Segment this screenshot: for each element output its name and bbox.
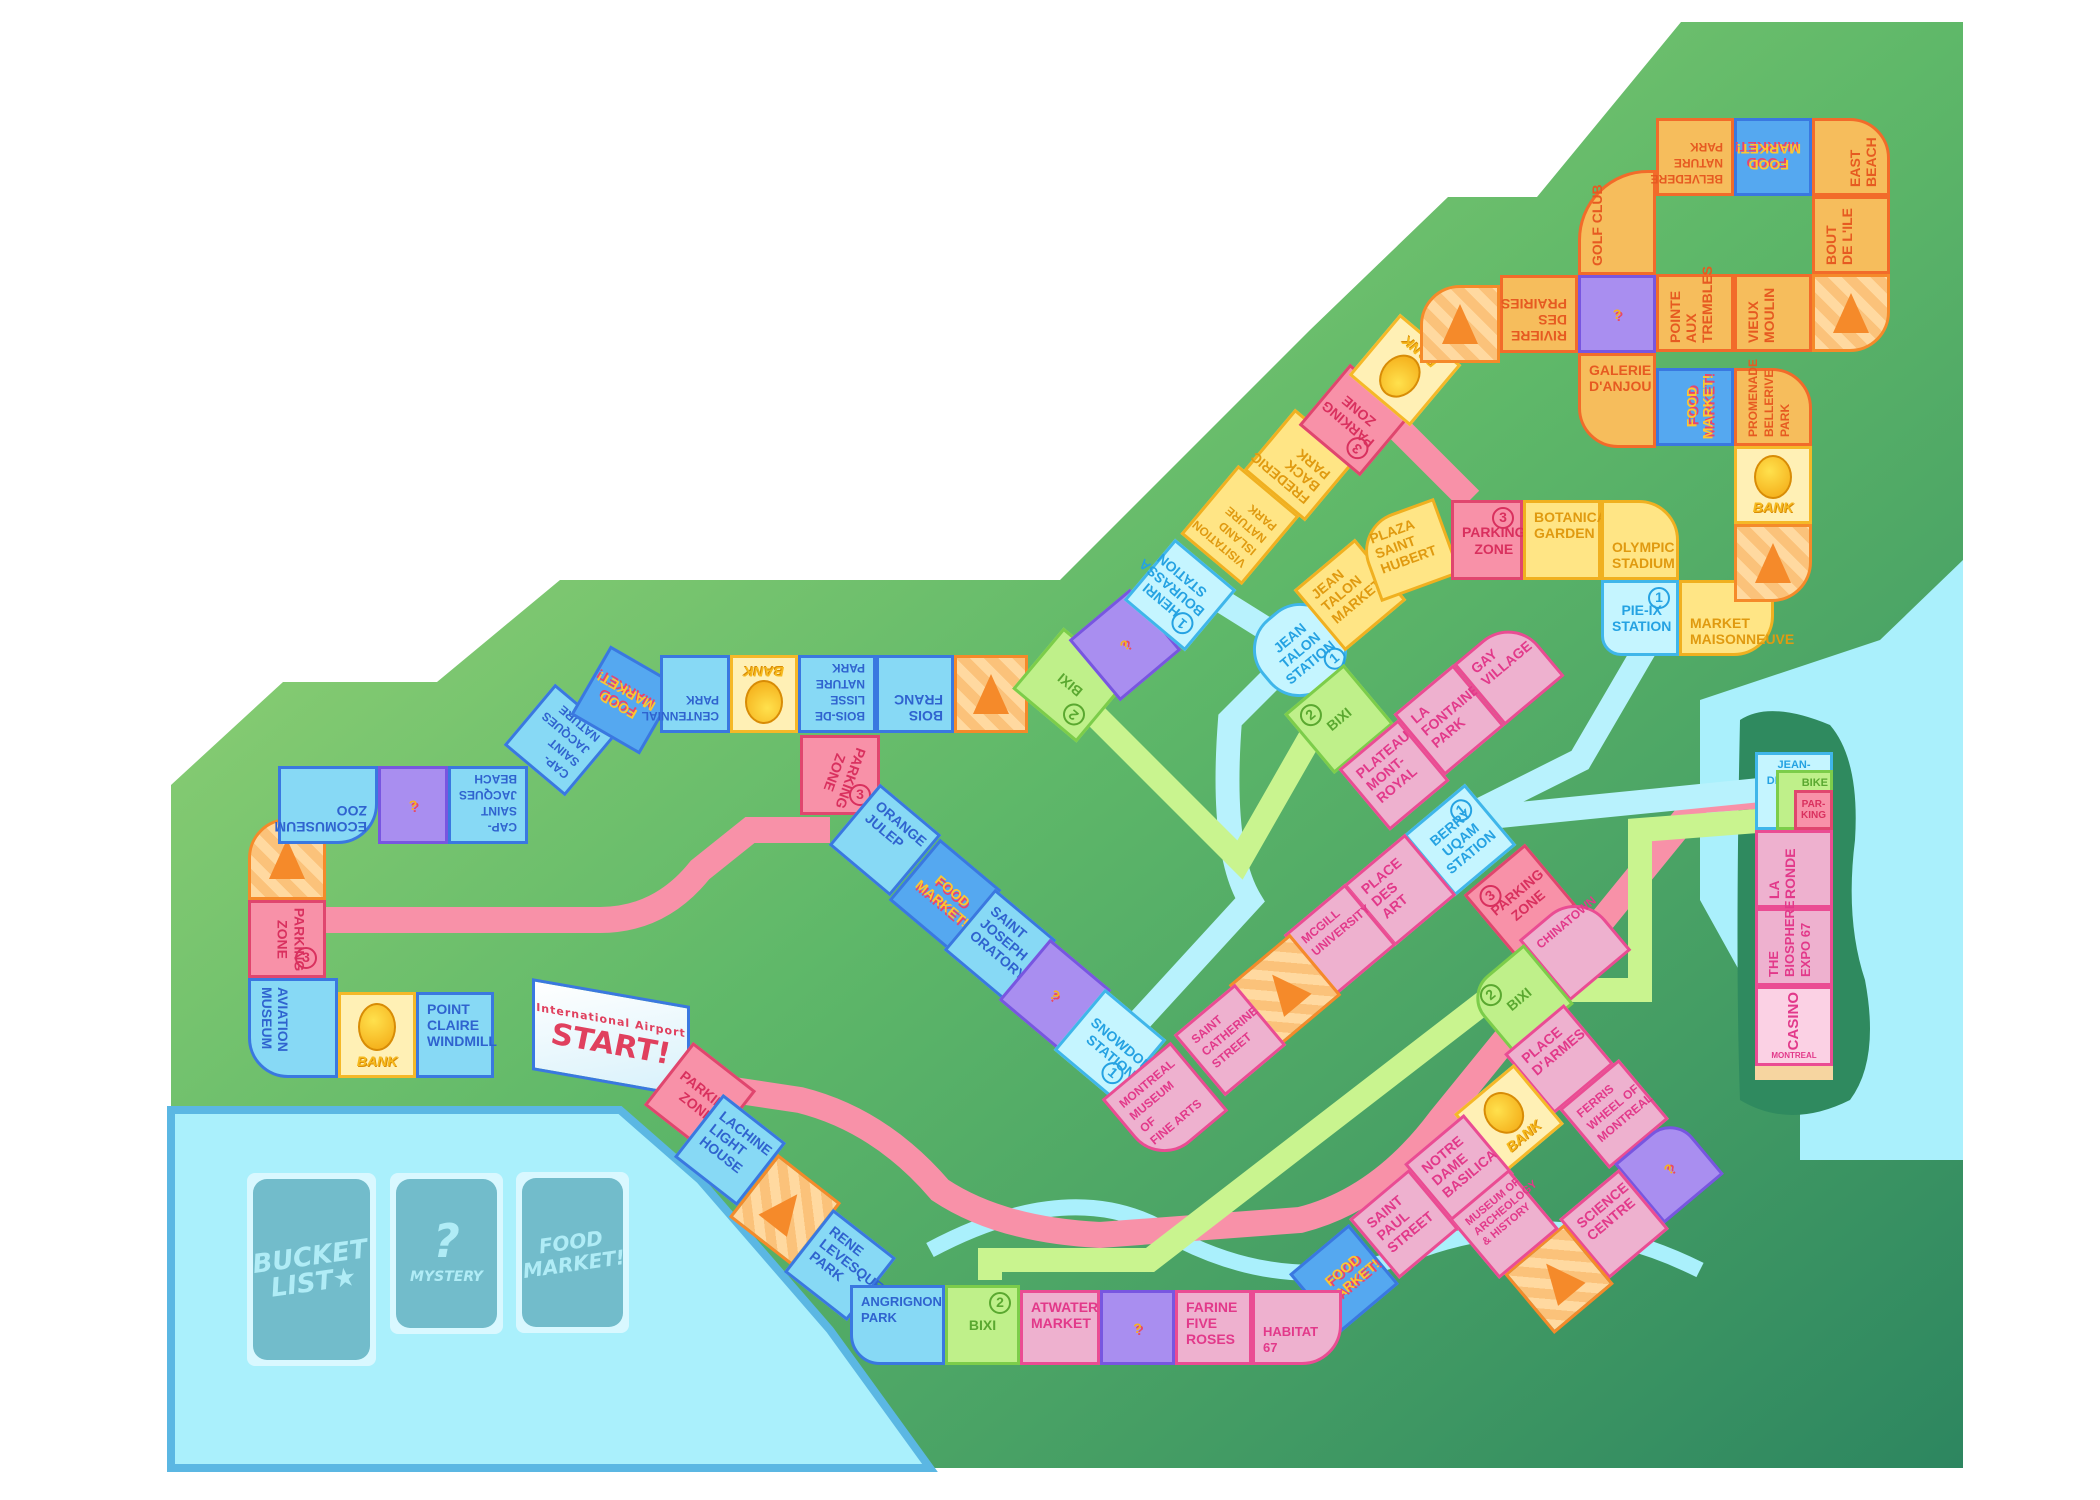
traffic-cone-icon (1755, 543, 1791, 583)
space-mystery[interactable]: ? (1100, 1290, 1175, 1365)
space-bout-de-lile[interactable]: Bout De L'Ile (1812, 196, 1890, 274)
parking-road (698, 782, 1771, 1249)
space-bank[interactable]: BANK (338, 992, 416, 1078)
question-mark-icon: ? (1660, 1160, 1678, 1178)
question-mark-icon: ? (433, 1213, 460, 1268)
space-roadwork-hazard[interactable] (1812, 274, 1890, 352)
space-ecomuseum-zoo[interactable]: Ecomuseum Zoo (274, 766, 378, 844)
space-atwater-market[interactable]: Atwater Market (1020, 1290, 1100, 1365)
metro-road (1454, 633, 1762, 832)
traffic-cone-icon (1442, 304, 1478, 344)
space-mystery[interactable]: ? (1578, 275, 1656, 353)
space-the-biosphere-expo-67[interactable]: The Biosphere Expo 67 (1755, 900, 1833, 986)
coin-icon (745, 680, 783, 724)
space-golf-club[interactable]: Golf Club (1578, 170, 1656, 275)
space-food-market[interactable]: FOOD MARKET! (1656, 368, 1734, 446)
space-roadwork-hazard[interactable] (1734, 524, 1812, 602)
space-roadwork-hazard[interactable] (954, 655, 1028, 733)
parking-road (320, 817, 830, 933)
question-mark-icon: ? (1046, 986, 1064, 1004)
question-mark-icon: ? (1133, 1319, 1142, 1336)
coin-icon (358, 1003, 396, 1051)
space-cap-saint-jacques-beach[interactable]: Cap-Saint Jacques Beach (448, 766, 528, 844)
space-mystery[interactable]: ? (378, 766, 448, 844)
mystery-card-deck[interactable]: ? MYSTERY (390, 1173, 503, 1334)
metro-road (1131, 589, 1320, 1029)
traffic-cone-icon (1532, 1252, 1586, 1306)
space-farine-five-roses[interactable]: Farine Five Roses (1175, 1290, 1252, 1365)
island-base (1755, 1066, 1833, 1080)
space-promenade-bellerive-park[interactable]: Promenade Bellerive Park (1734, 359, 1812, 446)
space-botanical-garden[interactable]: Botanical Garden (1523, 500, 1615, 580)
space-pointe-aux-trembles[interactable]: Pointe Aux Trembles (1656, 266, 1734, 352)
space-galerie-danjou[interactable]: Galerie D'Anjou (1578, 353, 1656, 448)
traffic-cone-icon (973, 674, 1009, 714)
parking-road (1380, 410, 1480, 510)
space-pie-ix-station[interactable]: 1Pie-IX Station (1601, 580, 1679, 656)
space-aviation-museum[interactable]: Aviation Museum (248, 978, 338, 1078)
bucket-list-card-deck[interactable]: BUCKET LIST★ (247, 1173, 376, 1366)
space-habitat-67[interactable]: Habitat 67 (1252, 1290, 1342, 1365)
space-bank[interactable]: BANK (1734, 446, 1812, 524)
space-food-market[interactable]: FOOD MARKET! (1734, 118, 1812, 196)
space-point-claire-windmill[interactable]: Point Claire Windmill (416, 992, 497, 1078)
space-bois-de-lisse-nature-park[interactable]: Bois-De Lisse Nature Park (798, 655, 876, 733)
traffic-cone-icon (1833, 293, 1869, 333)
space-roadwork-hazard[interactable] (1420, 285, 1500, 363)
space-riviere-des-prairies[interactable]: Riviere Des Prairies (1500, 275, 1578, 353)
traffic-cone-icon (758, 1183, 812, 1237)
question-mark-icon: ? (1612, 306, 1622, 322)
question-mark-icon: ? (1116, 636, 1134, 654)
space-vieux-moulin[interactable]: Vieux Moulin (1734, 274, 1812, 352)
space-la-ronde[interactable]: La Ronde (1755, 830, 1833, 908)
space-east-beach[interactable]: East Beach (1812, 118, 1890, 196)
traffic-cone-icon (269, 839, 305, 879)
traffic-cone-icon (1258, 963, 1312, 1017)
coin-icon (1754, 455, 1792, 499)
food-market-card-deck[interactable]: FOOD MARKET! (516, 1172, 629, 1333)
space-bank[interactable]: BANK (730, 655, 798, 733)
space-centennial-park[interactable]: Centennial Park (642, 655, 730, 733)
space-belvedere-nature-park[interactable]: Belvedere Nature Park (1651, 118, 1734, 196)
space-casino-de-montreal[interactable]: CASINO MONTREAL (1755, 986, 1833, 1066)
bike-road (1061, 681, 1331, 880)
space-island-parking[interactable]: PAR- KING (1794, 790, 1833, 830)
space-bois-franc[interactable]: Bois Franc (876, 655, 954, 733)
space-olympic-stadium[interactable]: Olympic Stadium (1601, 500, 1679, 580)
question-mark-icon: ? (408, 797, 418, 813)
space-angrignon-park[interactable]: Angrignon Park (850, 1285, 945, 1365)
